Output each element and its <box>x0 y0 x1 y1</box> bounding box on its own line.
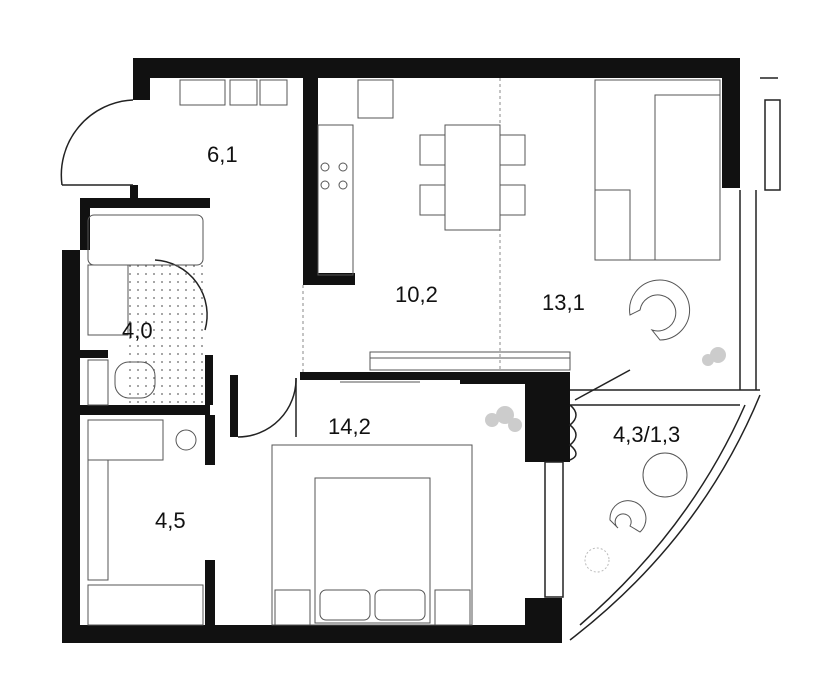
walls <box>62 58 740 643</box>
area-label-bedroom: 14,2 <box>328 414 371 439</box>
area-label-wardrobe: 4,5 <box>155 508 186 533</box>
area-label-living: 13,1 <box>542 290 585 315</box>
furniture <box>87 79 721 626</box>
area-labels: 6,1 4,0 10,2 13,1 14,2 4,5 4,3/1,3 <box>122 142 680 533</box>
plant-icons <box>485 347 726 573</box>
area-label-kitchen: 10,2 <box>395 282 438 307</box>
area-label-balcony: 4,3/1,3 <box>613 422 680 447</box>
windows <box>544 77 781 641</box>
area-label-hall: 6,1 <box>207 142 238 167</box>
area-label-bathroom: 4,0 <box>122 318 153 343</box>
